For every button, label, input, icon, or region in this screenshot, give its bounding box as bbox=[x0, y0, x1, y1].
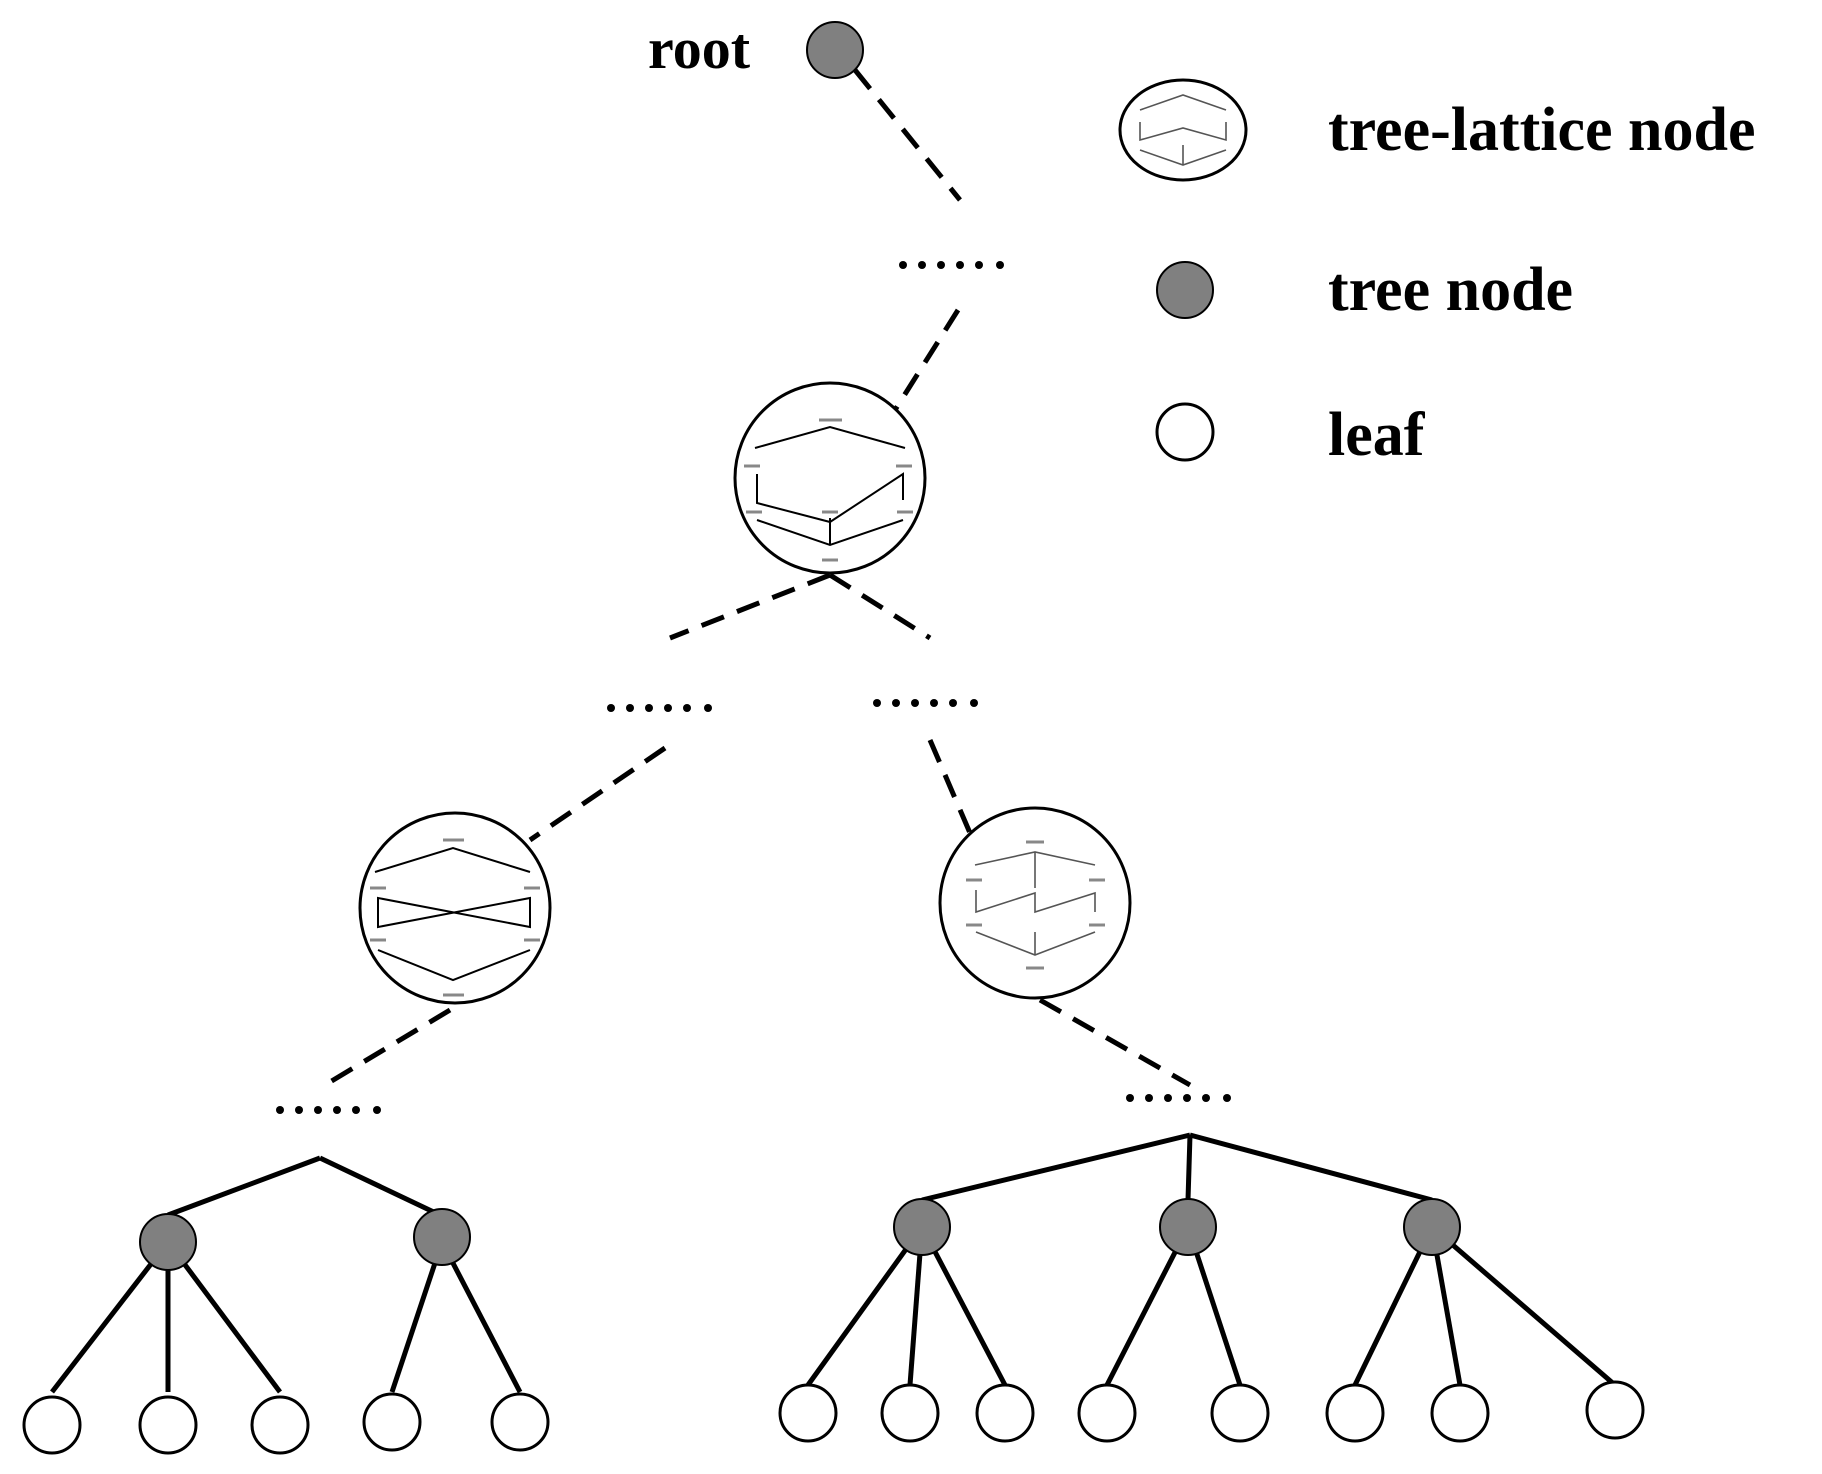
leaf-node bbox=[1325, 1383, 1385, 1443]
ellipsis-mid-left bbox=[607, 704, 712, 712]
leaf-icon bbox=[1155, 402, 1215, 462]
leaf-node bbox=[362, 1392, 422, 1452]
tree-node bbox=[413, 1208, 471, 1266]
legend-label-tree-lattice: tree-lattice node bbox=[1328, 96, 1756, 164]
ellipsis-top bbox=[899, 261, 1004, 269]
edge-lattice-top-to-left bbox=[669, 572, 831, 641]
lattice-node-right bbox=[938, 806, 1132, 1000]
edge-ellipsis-to-lattice-top bbox=[892, 308, 961, 412]
edge-root-to-ellipsis bbox=[853, 68, 962, 202]
tree-node bbox=[139, 1213, 197, 1271]
root-node bbox=[806, 21, 864, 79]
legend-label-leaf: leaf bbox=[1328, 401, 1426, 469]
ellipsis-mid-right bbox=[873, 699, 978, 707]
leaf-node bbox=[1585, 1380, 1645, 1440]
subtree-right bbox=[778, 1132, 1645, 1443]
edge-ellipsis-to-lattice-left bbox=[528, 745, 667, 843]
tree-node-icon bbox=[1156, 261, 1214, 319]
leaf-node bbox=[138, 1395, 198, 1455]
edge-ellipsis-to-lattice-right bbox=[927, 739, 973, 834]
leaf-node bbox=[490, 1392, 550, 1452]
leaf-node bbox=[1430, 1383, 1490, 1443]
tree-node bbox=[1403, 1198, 1461, 1256]
ellipsis-bottom-left bbox=[276, 1106, 381, 1114]
edge-lattice-top-to-right bbox=[828, 572, 932, 641]
root-label: root bbox=[648, 16, 751, 81]
leaf-node bbox=[880, 1383, 940, 1443]
leaf-node bbox=[22, 1395, 82, 1455]
legend: tree-lattice node tree node leaf bbox=[1118, 78, 1756, 469]
lattice-node-left bbox=[358, 811, 552, 1005]
edge-lattice-right-to-ellipsis bbox=[1038, 997, 1192, 1088]
legend-label-tree-node: tree node bbox=[1328, 256, 1573, 324]
leaf-node bbox=[975, 1383, 1035, 1443]
edge-lattice-left-to-ellipsis bbox=[323, 1007, 452, 1088]
leaf-node bbox=[1077, 1383, 1137, 1443]
subtree-left bbox=[22, 1155, 550, 1455]
tree-node bbox=[1159, 1198, 1217, 1256]
leaf-node bbox=[250, 1395, 310, 1455]
ellipsis-bottom-right bbox=[1126, 1094, 1231, 1102]
tree-lattice-icon bbox=[1118, 78, 1248, 182]
leaf-node bbox=[1210, 1383, 1270, 1443]
leaf-node bbox=[778, 1383, 838, 1443]
tree-node bbox=[893, 1198, 951, 1256]
lattice-node-top bbox=[733, 381, 927, 575]
